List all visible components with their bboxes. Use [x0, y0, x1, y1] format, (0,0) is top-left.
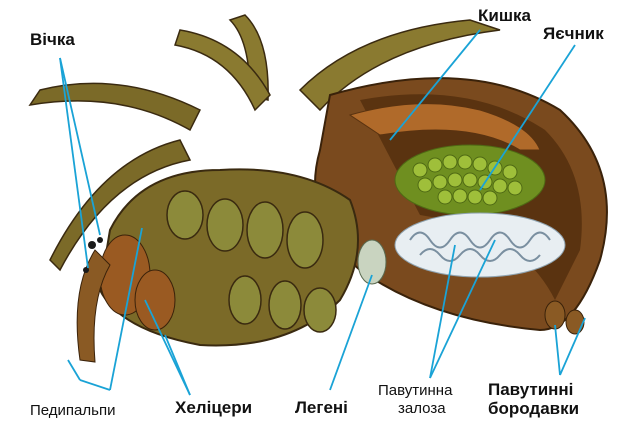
- label-chelicerae: Хеліцери: [175, 398, 252, 418]
- label-eyes: Вічка: [30, 30, 75, 50]
- label-lungs: Легені: [295, 398, 348, 418]
- label-spinnerets-line2: бородавки: [488, 399, 579, 419]
- pedipalps: [77, 250, 110, 362]
- label-ovary: Яєчник: [543, 24, 604, 44]
- silk-gland: [395, 213, 565, 277]
- label-pedipalps: Педипальпи: [30, 402, 115, 419]
- label-intestine: Кишка: [478, 6, 531, 26]
- label-spinnerets-line1: Павутинні: [488, 380, 573, 400]
- label-silk-gland-line2: залоза: [398, 400, 446, 417]
- label-silk-gland-line1: Павутинна: [378, 382, 452, 399]
- ovary-eggs: [395, 145, 545, 215]
